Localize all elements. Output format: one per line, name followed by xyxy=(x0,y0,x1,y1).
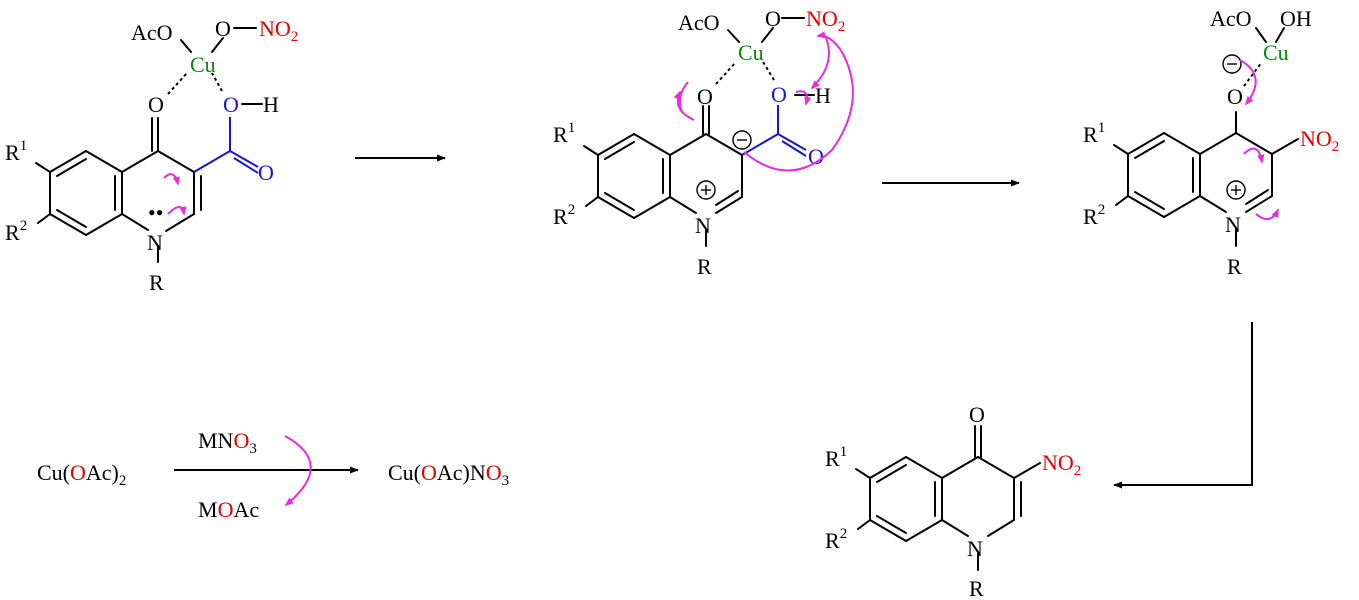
negative-charge-icon xyxy=(732,130,752,150)
product-ring-bonds xyxy=(855,425,1041,571)
arrow-curly-attack-nitro xyxy=(743,31,854,172)
nitro-group-2: NO2 xyxy=(806,6,845,35)
arrow-curly-ring-3 xyxy=(1243,147,1265,164)
structure-2-zwitterion: R1 R2 N R O O H O Cu AcO O NO2 xyxy=(553,6,854,279)
n-substituent-r-4: R xyxy=(969,576,984,600)
r2-label-2: R2 xyxy=(553,202,575,229)
acetoxy-ligand: AcO xyxy=(131,20,173,45)
structure-4-product: R1 R2 N R O NO2 xyxy=(825,402,1081,600)
arrow-curly-cu-o xyxy=(1239,59,1257,106)
ring-bonds-3 xyxy=(1113,111,1299,247)
carbonyl-oxygen: O xyxy=(258,160,274,185)
structure-1-copper-chelate: R1 R2 N R O O H O Cu AcO O NO2 •• xyxy=(5,16,298,295)
r1-label-4: R1 xyxy=(825,444,847,471)
product-ketone-oxygen: O xyxy=(969,402,985,427)
acid-hydrogen-2: H xyxy=(815,83,831,108)
nitrogen-lone-pair: •• xyxy=(148,200,163,225)
reaction-arrow-step3 xyxy=(1113,322,1253,489)
ring-nitrogen: N xyxy=(147,230,163,255)
arrow-curly-nitrate-to-h xyxy=(810,37,830,90)
arrow-curly-carbonyl xyxy=(673,90,695,121)
acid-hydrogen: H xyxy=(263,92,279,117)
structure-3-nitrated-intermediate: R1 R2 N R O Cu AcO OH NO2 xyxy=(1083,6,1339,279)
ketone-oxygen: O xyxy=(148,92,164,117)
ring-nitrogen-2: N xyxy=(695,213,711,238)
acetoxy-ligand-3: AcO xyxy=(1210,6,1252,31)
nitrate-oxygen-2: O xyxy=(765,6,781,31)
acetoxy-ligand-2: AcO xyxy=(678,10,720,35)
hydroxyl-oxygen-2: O xyxy=(771,82,787,107)
hydroxyl-oxygen: O xyxy=(223,92,239,117)
positive-charge-icon-3 xyxy=(1226,180,1246,200)
copper-coordination-3 xyxy=(1243,27,1285,87)
n-substituent-r-2: R xyxy=(697,254,712,279)
reagent-formation: Cu(OAc)2 MNO3 MOAc Cu(OAc)NO3 xyxy=(37,428,509,522)
nitro-group-3: NO2 xyxy=(1300,126,1339,155)
copper-coordination-2 xyxy=(715,17,805,85)
r1-label-2: R1 xyxy=(553,120,575,147)
r1-label-3: R1 xyxy=(1083,120,1105,147)
quinolinium-ring-bonds xyxy=(583,105,743,247)
n-substituent-r-3: R xyxy=(1227,254,1242,279)
arrow-curly-n-3 xyxy=(1255,208,1279,221)
copper-atom-2: Cu xyxy=(738,40,764,65)
nitrate-oxygen: O xyxy=(215,16,231,41)
reactant-copper-acetate: Cu(OAc)2 xyxy=(37,460,126,489)
carboxyl-bonds xyxy=(193,103,263,174)
nitro-group: NO2 xyxy=(259,16,298,45)
negative-charge-icon-3 xyxy=(1222,54,1242,74)
product-nitro-group: NO2 xyxy=(1042,450,1081,479)
carboxylate-bonds xyxy=(741,94,815,157)
arrow-curly-carbonyl-tail xyxy=(679,81,689,113)
r2-label: R2 xyxy=(5,218,27,245)
arrow-curly-ring-pi xyxy=(163,173,180,186)
reagent-mno3: MNO3 xyxy=(198,428,257,457)
copper-atom: Cu xyxy=(190,52,216,77)
ring-nitrogen-4: N xyxy=(967,536,983,561)
r1-label: R1 xyxy=(5,138,27,165)
arrow-curly-lone-pair xyxy=(167,206,187,216)
copper-atom-3: Cu xyxy=(1263,40,1289,65)
byproduct-moac: MOAc xyxy=(198,497,259,522)
ketone-oxygen-2: O xyxy=(697,84,713,109)
n-substituent-r: R xyxy=(149,270,164,295)
product-copper-acetate-nitrate: Cu(OAc)NO3 xyxy=(388,460,509,489)
positive-charge-icon xyxy=(696,180,716,200)
arrow-curly-exchange xyxy=(284,435,312,507)
hydroxyl-ligand: OH xyxy=(1280,6,1312,31)
ring-nitrogen-3: N xyxy=(1225,212,1241,237)
arrow-curly-oh xyxy=(795,90,812,106)
carbonyl-oxygen-2: O xyxy=(808,144,824,169)
r2-label-3: R2 xyxy=(1083,202,1105,229)
copper-coordination xyxy=(167,27,257,95)
r2-label-4: R2 xyxy=(825,526,847,553)
quinolone-ring-bonds xyxy=(35,117,202,263)
oxide-oxygen: O xyxy=(1227,84,1243,109)
